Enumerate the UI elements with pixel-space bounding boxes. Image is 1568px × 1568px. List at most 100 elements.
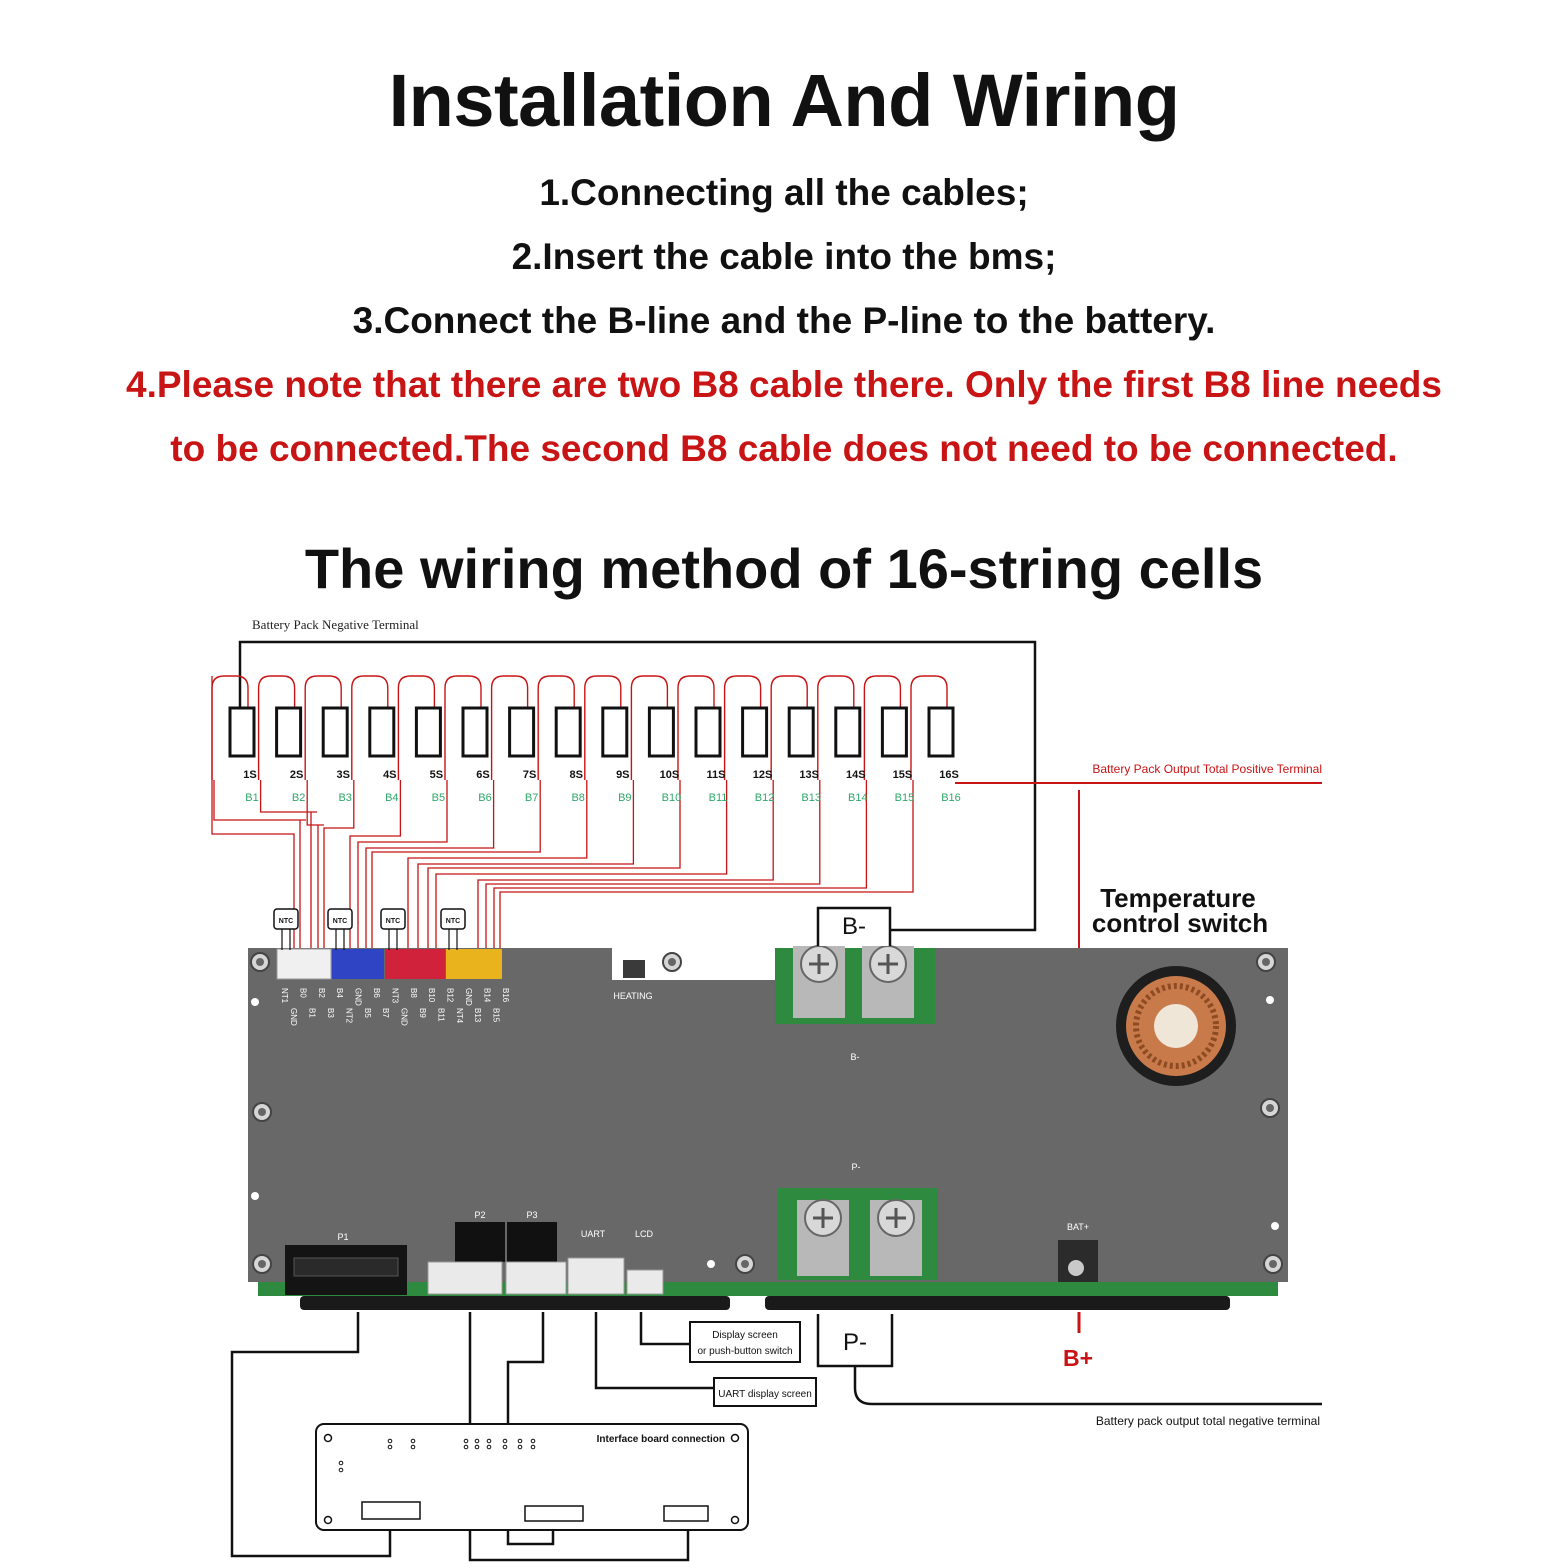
interface-pin [474, 1438, 480, 1444]
step-1: 1.Connecting all the cables; [539, 172, 1029, 213]
display-switch-line-2: or push-button switch [697, 1346, 792, 1357]
screw-hole-center [668, 958, 676, 966]
interface-pin [338, 1460, 344, 1466]
heatsink-left [300, 1296, 730, 1310]
step-2: 2.Insert the cable into the bms; [511, 236, 1057, 277]
cell-tap-wire [770, 675, 808, 780]
negative-wire [238, 640, 1037, 932]
ntc-label: NTC [333, 918, 347, 925]
battery-cell [601, 706, 629, 758]
cell-tap-wire [677, 675, 715, 780]
bms-board [248, 948, 1288, 1282]
ntc-sensor [327, 908, 353, 930]
display-switch-line-1: Display screen [712, 1330, 778, 1341]
p1-cable [230, 1312, 392, 1558]
cell-label: 15S [893, 769, 913, 781]
cell-tap-wire [444, 675, 482, 780]
board-bat-plus: BAT+ [1067, 1222, 1089, 1232]
uart-label: UART [581, 1229, 606, 1239]
cell-label: 6S [476, 769, 489, 781]
pin-label: B4 [335, 988, 344, 998]
cell-tap-wire [817, 675, 855, 780]
cell-tap-wire [723, 675, 762, 780]
display-switch-box [689, 1321, 801, 1363]
interface-pin [463, 1444, 469, 1450]
cell-tap-wire [304, 675, 342, 780]
harness-wire [213, 780, 306, 950]
b-label: B1 [245, 792, 258, 804]
negative-terminal-label: Battery Pack Negative Terminal [252, 617, 419, 632]
cell-label: 9S [616, 769, 629, 781]
pin-label: NT2 [344, 1008, 353, 1024]
interface-pin [486, 1444, 492, 1450]
cell-tap-wire [863, 675, 902, 780]
b-label: B11 [709, 792, 728, 804]
b-label: B14 [848, 792, 868, 804]
ntc-label: NTC [446, 918, 460, 925]
battery-cell [647, 706, 675, 758]
pin-label: B14 [482, 988, 491, 1003]
cell-label: 12S [753, 769, 773, 781]
uart-display-label: UART display screen [718, 1389, 812, 1400]
b-label: B9 [618, 792, 631, 804]
interface-pin [463, 1438, 469, 1444]
interface-pin [530, 1444, 536, 1450]
ntc-leads [388, 929, 398, 950]
step-3: 3.Connect the B-line and the P-line to t… [352, 300, 1216, 341]
pin-label: B2 [317, 988, 326, 998]
harness-wire [477, 780, 774, 950]
interface-board-parts [323, 1433, 740, 1525]
interface-pin [517, 1444, 523, 1450]
bat-plus-screw [1068, 1260, 1084, 1276]
battery-cell [275, 706, 303, 758]
b-minus-label: B- [842, 913, 866, 940]
b-label: B5 [432, 792, 445, 804]
cell-label: 11S [707, 769, 726, 781]
cell-label: 10S [660, 769, 680, 781]
interface-pin [387, 1444, 393, 1450]
uart-connector [567, 1257, 625, 1295]
b-label: B15 [895, 792, 915, 804]
screw-hole-center [1262, 958, 1270, 966]
pin-label: GND [354, 988, 363, 1006]
battery-cell [787, 706, 815, 758]
p1-label: P1 [337, 1232, 348, 1242]
p3-connector [507, 1222, 557, 1262]
ntc-sensor [380, 908, 406, 930]
cell-label: 5S [430, 769, 443, 781]
harness-wire [499, 780, 914, 950]
interface-pin [410, 1438, 416, 1444]
board-dot [251, 998, 259, 1006]
heatsink-right [765, 1296, 1230, 1310]
heating-label: HEATING [613, 991, 652, 1001]
cell-tap-wire [537, 675, 575, 780]
ntc-connector-1 [276, 948, 332, 980]
harness-wire [435, 780, 728, 950]
pin-label: B11 [436, 1008, 445, 1022]
pin-label: B12 [446, 988, 455, 1003]
battery-cell [508, 706, 536, 758]
b-label: B8 [571, 792, 584, 804]
screw-hole-center [258, 1260, 266, 1268]
b-label: B12 [755, 792, 775, 804]
cell-tap-wire [211, 675, 249, 780]
pin-label: B7 [381, 1008, 390, 1018]
interface-pin [474, 1444, 480, 1450]
battery-cell [228, 706, 256, 758]
cell-tap-wire [397, 675, 436, 780]
cell-tap-wire [257, 675, 296, 780]
harness-wire [323, 780, 355, 950]
b-label: B13 [801, 792, 821, 804]
ntc-leads [335, 929, 345, 950]
interface-board [315, 1423, 749, 1531]
cell-label: 3S [336, 769, 349, 781]
diagram-subtitle: The wiring method of 16-string cells [304, 537, 1264, 600]
interface-pin [410, 1444, 416, 1450]
battery-cell [414, 706, 442, 758]
cell-row: 1SB12SB23SB34SB45SB56SB67SB78SB89SB910SB… [228, 706, 961, 804]
white-connector-1 [427, 1261, 503, 1295]
ntc-sensor [273, 908, 299, 930]
b-minus-bolts [793, 945, 914, 1018]
pin-label: B1 [308, 1008, 317, 1018]
pin-label: B9 [418, 1008, 427, 1018]
